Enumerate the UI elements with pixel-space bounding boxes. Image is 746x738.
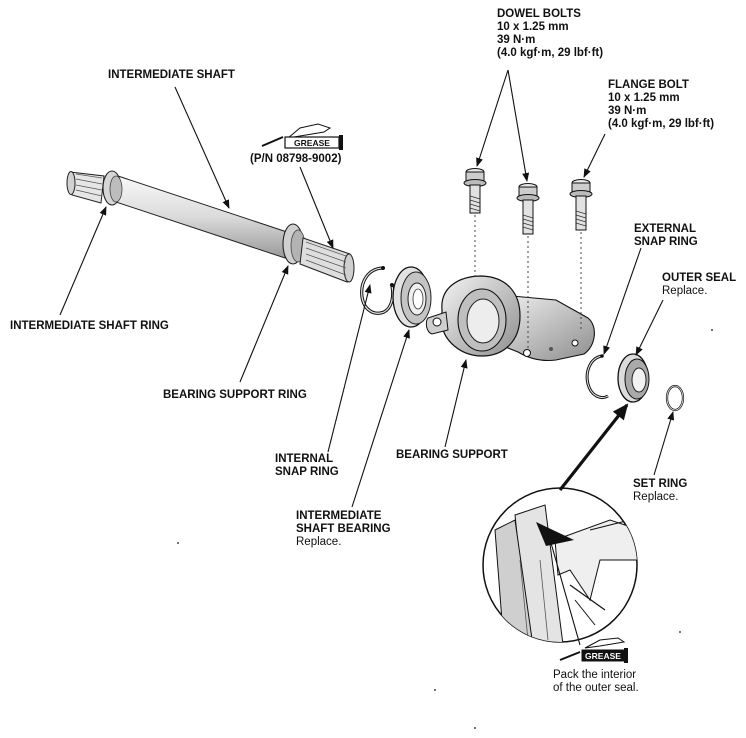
set-ring-label: SET RING Replace. bbox=[633, 478, 687, 504]
flange-bolt bbox=[569, 179, 593, 231]
dowel-bolts-torque: 39 N·m bbox=[497, 34, 536, 46]
leader-arrows bbox=[59, 69, 675, 646]
flange-bolt-size: 10 x 1.25 mm bbox=[608, 92, 680, 104]
set-ring-title: SET RING bbox=[633, 478, 688, 490]
set-ring-note: Replace. bbox=[633, 491, 679, 503]
intermediate-shaft-bearing-note: Replace. bbox=[296, 536, 342, 548]
grease-tube-bottom-icon: GREASE bbox=[559, 637, 628, 663]
grease-bottom-tag: GREASE bbox=[585, 651, 621, 661]
set-ring bbox=[665, 384, 685, 412]
intermediate-shaft-bearing-l1: INTERMEDIATE bbox=[296, 510, 382, 522]
outer-seal bbox=[617, 353, 650, 403]
grease-part-number: (P/N 08798-9002) bbox=[250, 153, 342, 165]
dowel-bolts-label: DOWEL BOLTS 10 x 1.25 mm 39 N·m (4.0 kgf… bbox=[497, 8, 603, 60]
bearing-support-ring-label: BEARING SUPPORT RING bbox=[163, 389, 307, 401]
bearing-support-label: BEARING SUPPORT bbox=[396, 449, 508, 461]
dowel-bolts-torque-alt: (4.0 kgf·m, 29 lbf·ft) bbox=[497, 47, 604, 59]
detail-pointer-arrow bbox=[558, 403, 629, 491]
flange-bolt-torque-alt: (4.0 kgf·m, 29 lbf·ft) bbox=[608, 118, 715, 130]
intermediate-shaft-ring-label: INTERMEDIATE SHAFT RING bbox=[10, 320, 169, 332]
flange-bolt-title: FLANGE BOLT bbox=[608, 79, 689, 91]
dowel-bolts-title: DOWEL BOLTS bbox=[497, 8, 581, 20]
intermediate-shaft-label: INTERMEDIATE SHAFT bbox=[108, 69, 235, 81]
bearing-support bbox=[425, 275, 595, 362]
dowel-bolt-right bbox=[516, 183, 540, 235]
flange-bolt-torque: 39 N·m bbox=[608, 105, 647, 117]
grease-top-tag: GREASE bbox=[294, 138, 330, 148]
intermediate-shaft-bearing-l2: SHAFT BEARING bbox=[296, 523, 391, 535]
pack-interior-note: Pack the interior of the outer seal. bbox=[553, 669, 639, 695]
internal-snap-ring-label: INTERNAL SNAP RING bbox=[275, 453, 339, 479]
dowel-bolt-left bbox=[463, 168, 487, 214]
pack-interior-l2: of the outer seal. bbox=[553, 682, 639, 694]
external-snap-ring-l1: EXTERNAL bbox=[634, 223, 696, 235]
intermediate-shaft bbox=[66, 170, 355, 283]
outer-seal-label: OUTER SEAL Replace. bbox=[662, 272, 736, 298]
specks bbox=[177, 329, 713, 729]
pack-interior-l1: Pack the interior bbox=[553, 669, 637, 681]
internal-snap-ring bbox=[360, 266, 395, 315]
outer-seal-detail-view bbox=[482, 487, 638, 643]
internal-snap-ring-l2: SNAP RING bbox=[275, 466, 339, 478]
grease-tube-top-icon: GREASE bbox=[261, 123, 343, 150]
external-snap-ring-l2: SNAP RING bbox=[634, 236, 698, 248]
intermediate-shaft-bearing bbox=[392, 266, 432, 328]
flange-bolt-label: FLANGE BOLT 10 x 1.25 mm 39 N·m (4.0 kgf… bbox=[608, 79, 714, 131]
dowel-bolts-size: 10 x 1.25 mm bbox=[497, 21, 569, 33]
external-snap-ring bbox=[585, 354, 609, 399]
outer-seal-note: Replace. bbox=[662, 285, 708, 297]
alignment-lines bbox=[474, 215, 582, 350]
intermediate-shaft-bearing-label: INTERMEDIATE SHAFT BEARING Replace. bbox=[296, 510, 391, 549]
internal-snap-ring-l1: INTERNAL bbox=[275, 453, 334, 465]
outer-seal-title: OUTER SEAL bbox=[662, 272, 737, 284]
external-snap-ring-label: EXTERNAL SNAP RING bbox=[634, 223, 698, 249]
